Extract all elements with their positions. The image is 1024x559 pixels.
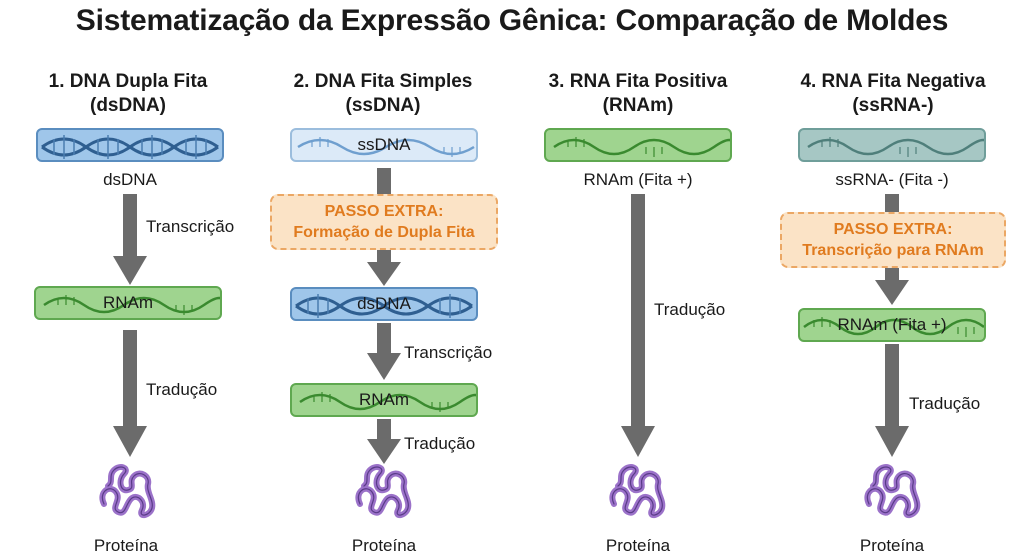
positive-rna-label: RNAm (Fita +) (583, 170, 693, 189)
transcription-label: Transcrição (146, 217, 235, 236)
double-helix-icon (295, 294, 473, 318)
down-arrow-icon (875, 344, 909, 457)
protein-label: Proteína (859, 536, 925, 555)
protein-icon (99, 464, 156, 518)
column-2-heading-line1: 2. DNA Fita Simples (293, 71, 473, 92)
protein-label: Proteína (93, 536, 159, 555)
down-arrow-icon (367, 323, 401, 380)
mrna-label: RNAm (102, 293, 154, 312)
positive-rna-template-box (544, 128, 732, 162)
extra-step-text: Formação de Dupla Fita (293, 224, 475, 241)
transcription-label: Transcrição (404, 343, 493, 362)
column-4-heading-line2: (ssRNA-) (852, 95, 934, 116)
down-arrow-icon (885, 194, 899, 212)
mrna-box: RNAm (290, 383, 478, 417)
mrna-box: RNAm (34, 286, 222, 320)
down-arrow-icon (113, 194, 147, 285)
rna-wave-icon (807, 137, 984, 157)
rna-wave-icon (803, 317, 984, 337)
extra-step-title: PASSO EXTRA: (833, 221, 953, 238)
negative-rna-template-box (798, 128, 986, 162)
column-2-heading-line2: (ssDNA) (345, 95, 421, 116)
rna-wave-icon (43, 295, 220, 315)
mrna-label: RNAm (Fita +) (837, 315, 947, 334)
extra-step-text: Transcrição para RNAm (802, 242, 984, 259)
column-4-heading: 4. RNA Fita Negativa (ssRNA-) (773, 70, 1013, 118)
ssdna-label: ssDNA (357, 135, 411, 154)
down-arrow-icon (875, 268, 909, 305)
down-arrow-icon (367, 419, 401, 464)
ssdna-template-box: ssDNA (290, 128, 478, 162)
down-arrow-icon (113, 330, 147, 457)
double-helix-icon (41, 135, 219, 159)
translation-label: Tradução (909, 394, 981, 413)
column-1-heading-line1: 1. DNA Dupla Fita (48, 71, 208, 92)
mrna-box: RNAm (Fita +) (798, 308, 986, 342)
mrna-label: RNAm (358, 390, 410, 409)
protein-label: Proteína (605, 536, 671, 555)
protein-icon (355, 464, 412, 518)
translation-label: Tradução (146, 380, 218, 399)
column-3-heading: 3. RNA Fita Positiva (RNAm) (518, 70, 758, 118)
dsdna-box: dsDNA (290, 287, 478, 321)
dsdna-label: dsDNA (103, 170, 157, 189)
negative-rna-label: ssRNA- (Fita -) (835, 170, 949, 189)
page-title: Sistematização da Expressão Gênica: Comp… (75, 4, 949, 37)
translation-label: Tradução (404, 434, 476, 453)
column-3-heading-line2: (RNAm) (602, 95, 674, 116)
single-strand-icon (297, 137, 475, 157)
column-1-heading: 1. DNA Dupla Fita (dsDNA) (8, 70, 248, 118)
column-4-heading-line1: 4. RNA Fita Negativa (800, 71, 986, 92)
down-arrow-icon (377, 168, 391, 194)
down-arrow-icon (621, 194, 655, 457)
rna-wave-icon (299, 392, 476, 412)
translation-label: Tradução (654, 300, 726, 319)
extra-step-double-strand: PASSO EXTRA: Formação de Dupla Fita (270, 194, 498, 250)
protein-icon (609, 464, 666, 518)
extra-step-title: PASSO EXTRA: (324, 203, 444, 220)
dsdna-label: dsDNA (357, 294, 411, 313)
dsdna-template-box (36, 128, 224, 162)
down-arrow-icon (367, 250, 401, 286)
column-3-heading-line1: 3. RNA Fita Positiva (548, 71, 728, 92)
extra-step-transcription: PASSO EXTRA: Transcrição para RNAm (780, 212, 1006, 268)
rna-wave-icon (553, 137, 730, 157)
column-2-heading: 2. DNA Fita Simples (ssDNA) (263, 70, 503, 118)
column-1-heading-line2: (dsDNA) (90, 95, 166, 116)
protein-icon (864, 464, 921, 518)
protein-label: Proteína (351, 536, 417, 555)
